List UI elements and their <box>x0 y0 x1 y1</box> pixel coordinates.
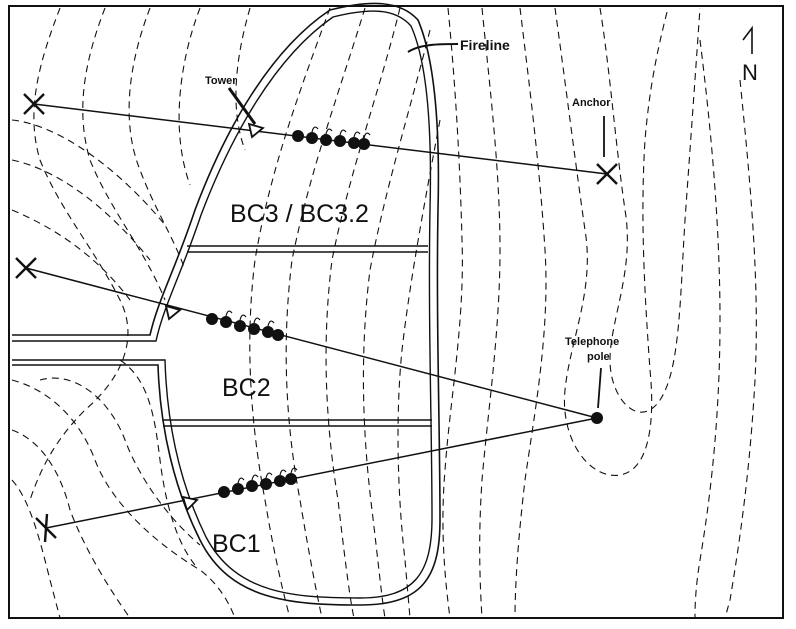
tower-icon <box>164 122 265 512</box>
plot-label-bc3: BC3 / BC3.2 <box>230 200 369 228</box>
fireline-boundary-outer <box>12 2 441 606</box>
fireline-boundary-inner <box>12 10 433 599</box>
tower-callout-line <box>227 87 257 125</box>
sensor-beads <box>206 130 370 498</box>
tower-label: Tower <box>205 75 237 87</box>
sensor-bead-stems <box>225 126 371 484</box>
fireline-label: Fireline <box>460 37 510 53</box>
anchor-label: Anchor <box>572 97 611 109</box>
plot-dividers <box>163 245 432 427</box>
anchor-x-icon <box>15 93 618 279</box>
telephone-callout-line <box>597 367 602 409</box>
measurement-lines <box>25 103 608 529</box>
plot-label-bc1: BC1 <box>212 530 261 558</box>
telephone-label-line2: pole <box>587 351 610 363</box>
plot-label-bc2: BC2 <box>222 374 271 402</box>
telephone-label-line1: Telephone <box>565 336 619 348</box>
anchor-cross-icon <box>35 513 57 543</box>
fireline-callout-line <box>407 43 459 53</box>
north-arrow-icon <box>742 25 753 54</box>
north-label: N <box>742 60 758 85</box>
contour-lines <box>11 7 757 619</box>
telephone-pole-icon <box>591 412 603 424</box>
